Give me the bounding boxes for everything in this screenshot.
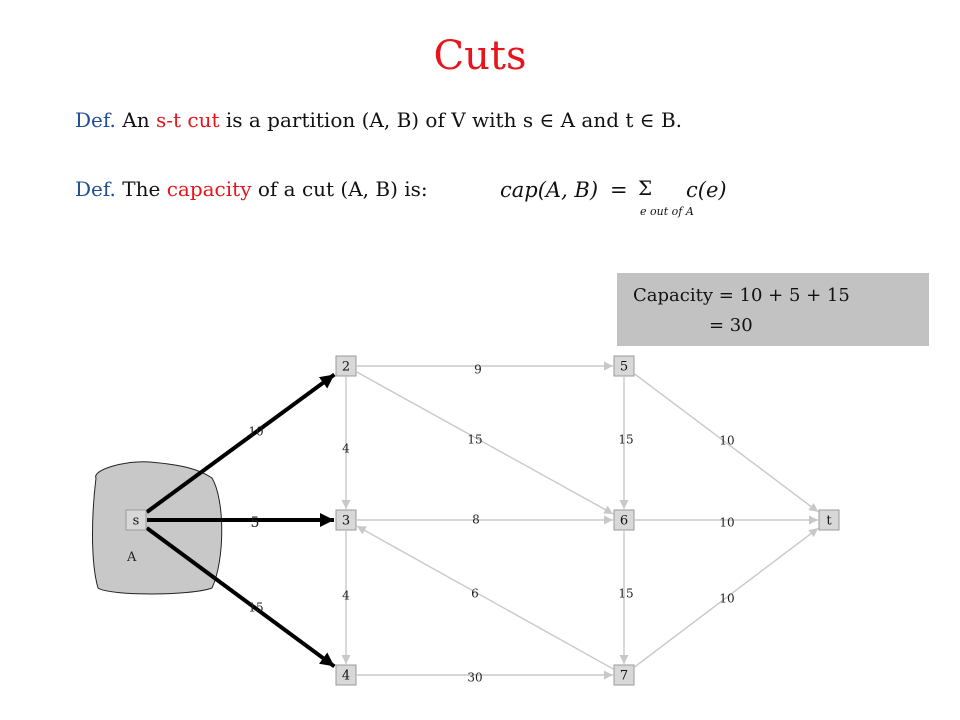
edge-capacity-label: 10 (248, 425, 263, 439)
capacity-formula: cap(A, B) = Σ e out of A c(e) (500, 172, 750, 232)
formula-subscript: e out of A (640, 205, 694, 218)
node-box (818, 509, 840, 531)
def-text: The (115, 177, 167, 201)
def-prefix: Def. (75, 177, 116, 201)
capacity-sum-line: Capacity = 10 + 5 + 15 (633, 285, 850, 306)
def-text: A and t (554, 108, 640, 132)
slide-title: Cuts (433, 33, 527, 79)
edge-7-3 (356, 525, 614, 670)
formula-lhs: cap(A, B) (500, 178, 599, 202)
node-6: 6 (613, 509, 635, 531)
node-label: 3 (342, 514, 350, 529)
node-label: t (826, 514, 832, 529)
edges-layer: 10 5 15 4 9 15 4 8 30 15 10 15 10 6 10 (145, 361, 819, 685)
edge-capacity-label: 10 (719, 592, 734, 606)
nodes-layer: s 2 3 4 5 6 7 t (125, 355, 840, 686)
node-label: 6 (620, 514, 628, 529)
node-label: 5 (620, 360, 628, 375)
node-3: 3 (335, 509, 357, 531)
edge-capacity-label: 9 (474, 363, 482, 377)
edge-capacity-label: 5 (251, 515, 260, 531)
node-s: s (125, 509, 147, 531)
element-of-symbol: ∈ (639, 108, 655, 132)
edge-capacity-label: 15 (467, 433, 482, 447)
def-text: of a cut (A, B) is: (251, 177, 428, 201)
edge-capacity-label: 15 (618, 587, 633, 601)
capacity-total-line: = 30 (709, 315, 753, 336)
node-7: 7 (613, 664, 635, 686)
edge-7-t (634, 527, 819, 668)
node-label: 2 (342, 360, 350, 375)
formula-equals: = (610, 178, 628, 202)
edge-capacity-label: 15 (248, 601, 263, 615)
node-label: 7 (620, 669, 628, 684)
edge-5-t (634, 373, 819, 513)
region-label-a: A (126, 550, 137, 565)
edge-capacity-label: 10 (719, 434, 734, 448)
formula-rhs: c(e) (686, 178, 727, 202)
term-st-cut: s-t cut (155, 108, 220, 132)
edge-s-4-cut (145, 526, 336, 669)
edge-capacity-label: 15 (618, 433, 633, 447)
node-4: 4 (335, 664, 357, 686)
node-2: 2 (335, 355, 357, 377)
edge-capacity-label: 10 (719, 516, 734, 530)
edge-s-2-cut (145, 372, 336, 514)
node-box (335, 664, 357, 686)
node-5: 5 (613, 355, 635, 377)
node-box (613, 355, 635, 377)
node-box (125, 509, 147, 531)
cut-region-a (92, 461, 223, 595)
node-label: s (133, 514, 140, 529)
node-box (613, 664, 635, 686)
edge-capacity-label: 8 (472, 513, 480, 527)
def-text: An (115, 108, 156, 132)
element-of-symbol: ∈ (539, 108, 555, 132)
node-box (613, 509, 635, 531)
def-prefix: Def. (75, 108, 116, 132)
def-text: B. (654, 108, 683, 132)
edge-capacity-label: 4 (342, 589, 350, 603)
formula-sum-symbol: Σ (638, 176, 653, 200)
edge-capacity-label: 4 (342, 442, 350, 456)
node-box (335, 355, 357, 377)
edge-capacity-label: 30 (467, 671, 482, 685)
edge-capacity-label: 6 (471, 587, 479, 601)
node-label: 4 (342, 669, 350, 684)
edge-2-6 (356, 371, 614, 515)
term-capacity: capacity (166, 177, 252, 201)
def-text: is a partition (A, B) of V with s (219, 108, 540, 132)
node-t: t (818, 509, 840, 531)
definition-capacity: Def. The capacity of a cut (A, B) is: (75, 175, 428, 203)
node-box (335, 509, 357, 531)
definition-st-cut: Def. An s-t cut is a partition (A, B) of… (75, 106, 682, 134)
capacity-summary-box: Capacity = 10 + 5 + 15 = 30 (617, 273, 929, 346)
